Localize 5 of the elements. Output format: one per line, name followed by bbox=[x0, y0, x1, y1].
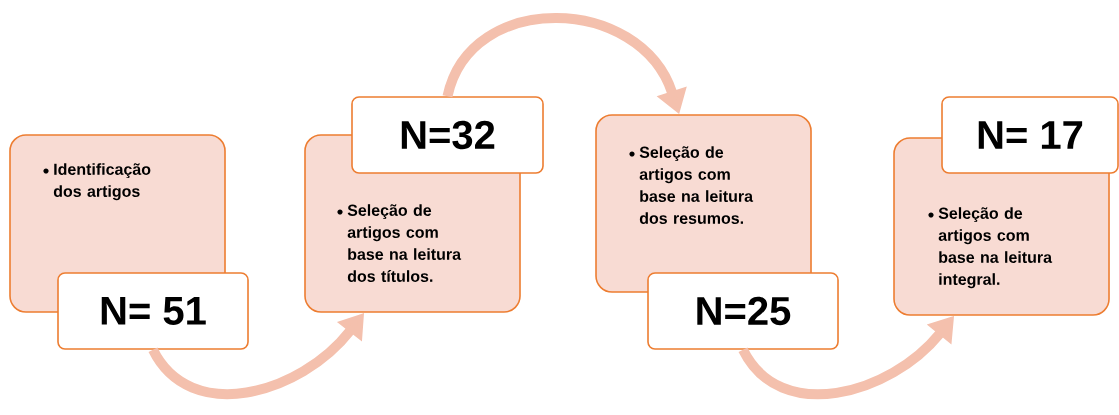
count-box: N=25 bbox=[647, 272, 839, 350]
process-box: Seleção de artigos com base na leitura dos resumos. bbox=[595, 114, 812, 293]
count-box: N= 51 bbox=[57, 272, 249, 350]
count-box: N=32 bbox=[351, 96, 544, 174]
count-box: N= 17 bbox=[941, 96, 1119, 174]
